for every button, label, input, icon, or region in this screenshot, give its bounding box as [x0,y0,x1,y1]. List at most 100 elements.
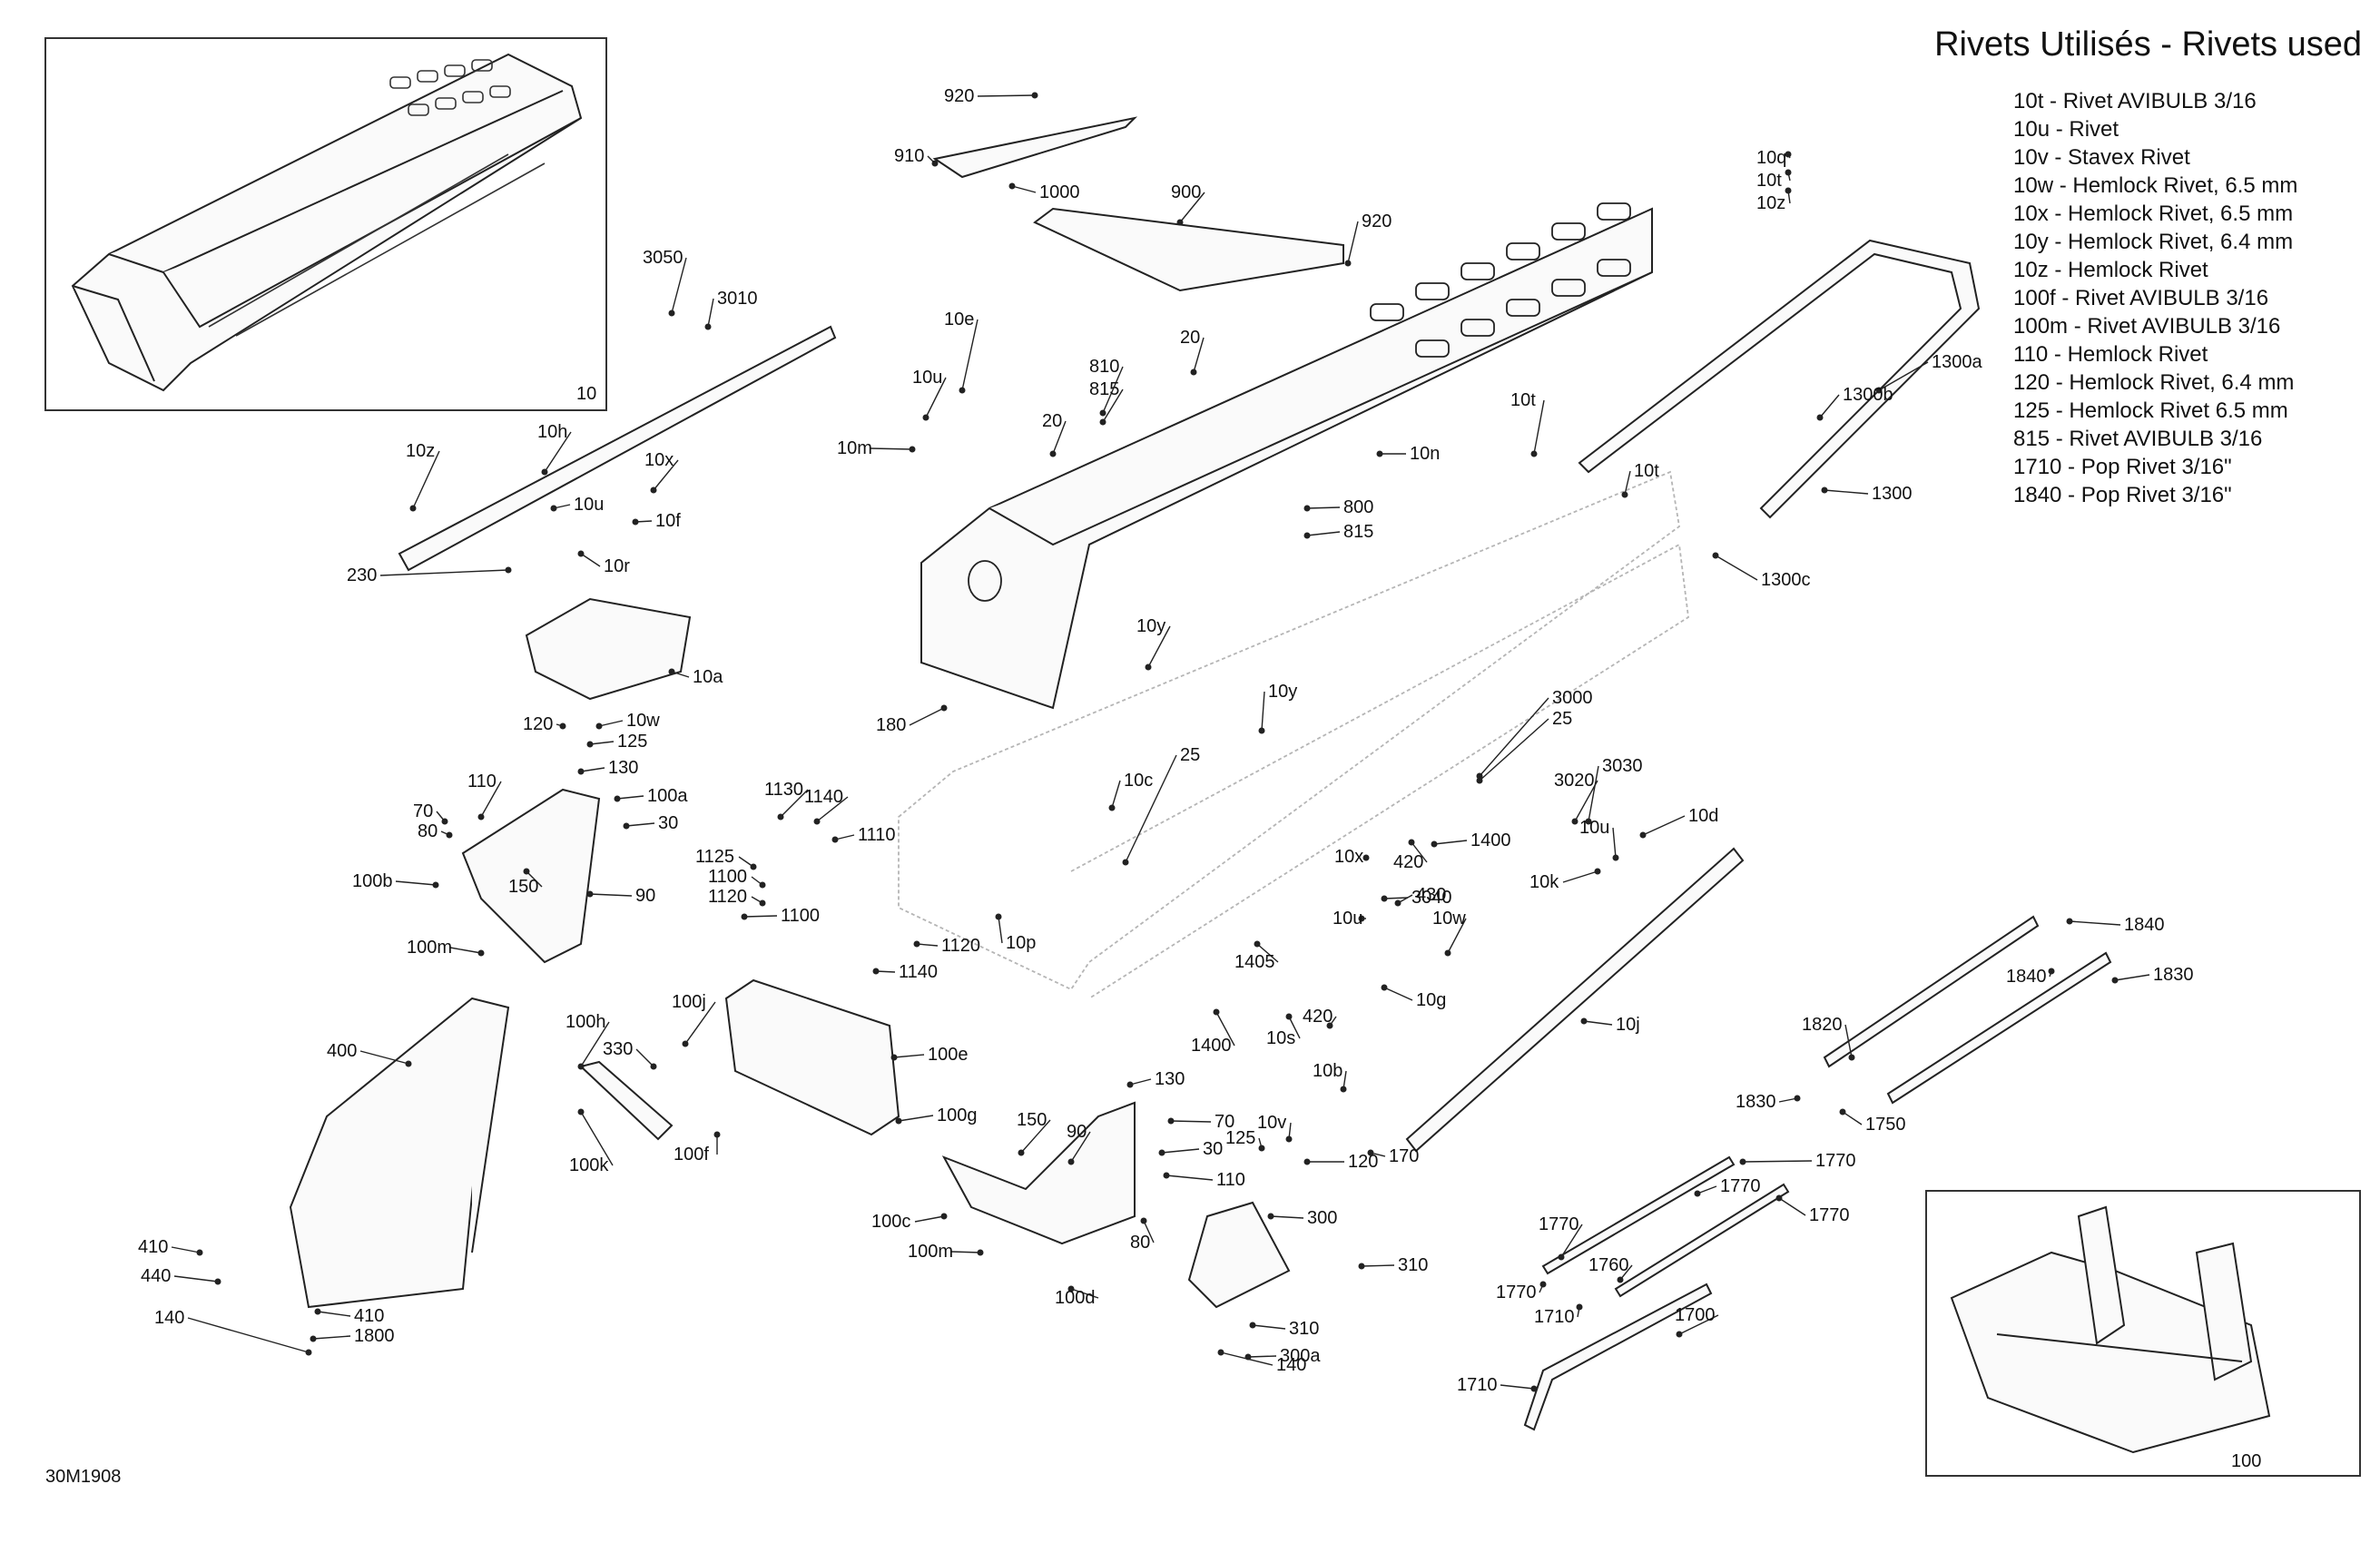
fastener-marker [922,414,929,421]
fastener-marker [1358,1263,1365,1270]
part-callout: 10z [406,441,435,461]
part-callout: 180 [876,715,906,735]
part-callout: 80 [418,821,438,841]
fastener-marker [1163,1172,1170,1179]
rails-1800 [1823,915,2112,1105]
leader-line [1742,1160,1813,1163]
part-callout: 90 [635,886,655,906]
fastener-marker [305,1349,312,1356]
part-callout: 10m [837,438,872,458]
leader-line [412,450,440,509]
leader-line [1102,366,1124,414]
part-callout: 1700 [1675,1305,1716,1325]
part-callout: 3040 [1411,888,1452,908]
fastener-marker [1444,949,1451,957]
leader-line [893,1054,925,1058]
fastener-marker [940,1213,948,1220]
leader-line [1842,1111,1863,1125]
fastener-marker [1530,450,1538,457]
runner-1700 [1523,1283,1713,1431]
fastener-marker [1785,169,1792,176]
leader-line [395,880,437,886]
fastener-marker [1875,387,1883,394]
leader-line [1361,1264,1395,1267]
part-callout: 1710 [1457,1375,1498,1395]
fastener-marker [1585,818,1592,825]
fastener-marker [1617,1276,1624,1283]
part-callout: 1110 [858,825,896,845]
leader-line [1161,1148,1200,1154]
part-callout: 1840 [2124,915,2165,935]
leader-line [1170,1120,1212,1123]
part-callout: 300 [1307,1208,1337,1228]
fastener-marker [650,486,657,494]
fastener-marker [1303,532,1311,539]
part-callout: 900 [1171,182,1201,202]
part-callout: 10h [537,422,567,442]
leader-line [1247,1355,1277,1358]
leader-line [707,298,714,328]
part-callout: 70 [413,801,433,821]
fastener-marker [541,468,548,476]
leader-line [653,459,679,491]
part-callout: 1120 [708,887,747,907]
part-callout: 1000 [1039,182,1080,202]
fastener-marker [931,160,939,167]
fastener-marker [1326,1022,1333,1029]
leader-line [780,789,809,818]
part-callout: 10e [944,310,974,329]
fastener-marker [446,831,453,839]
fastener-marker [1167,1117,1175,1125]
part-callout: 1140 [899,962,938,982]
fastener-marker [1249,1322,1256,1329]
leader-line [2114,974,2150,981]
part-callout: 10x [644,450,674,470]
part-callout: 25 [1552,709,1572,729]
part-callout: 1125 [695,847,734,867]
leader-line [1678,1314,1719,1335]
part-callout: 815 [1343,522,1373,542]
part-callout: 3000 [1552,688,1593,708]
part-callout: 125 [617,732,647,752]
part-callout: 100d [1055,1288,1096,1308]
part-callout: 10t [1756,171,1782,191]
part-callout: 440 [141,1266,171,1286]
leader-line [379,569,509,576]
part-callout: 30 [1203,1139,1223,1159]
fastener-marker [314,1308,321,1315]
part-callout: 1400 [1191,1036,1232,1056]
part-callout: 1100 [708,867,747,887]
part-callout: 10a [693,667,723,687]
fastener-marker [577,768,585,775]
part-callout: 1770 [1720,1176,1761,1196]
part-callout: 110 [467,772,497,791]
leader-line [1347,221,1359,264]
part-callout: 10k [1529,872,1559,892]
part-callout: 3030 [1602,756,1643,776]
part-callout: 30 [658,813,678,833]
leader-line [1129,1078,1152,1086]
part-callout: 10u [574,495,604,515]
fastener-marker [913,940,920,948]
leader-line [1220,1351,1274,1366]
part-callout: 20 [1180,328,1200,348]
part-callout: 10f [655,511,681,531]
leader-line [684,1001,716,1045]
part-callout: 25 [1180,745,1200,765]
fastener-marker [2066,918,2073,925]
legend-item: 1840 - Pop Rivet 3/16" [2013,483,2232,507]
part-callout: 1300b [1843,385,1893,405]
leader-line [625,822,655,827]
fastener-marker [1821,486,1828,494]
fastener-marker [1530,1385,1538,1392]
fastener-marker [1008,182,1016,190]
fastener-marker [1576,1303,1583,1311]
leader-line [1111,780,1121,809]
part-callout: 10g [1416,990,1446,1010]
fastener-marker [1794,1095,1801,1102]
part-910 [932,116,1138,179]
leader-line [1070,1288,1099,1299]
leader-line [1383,987,1413,1001]
part-400 [289,997,510,1309]
